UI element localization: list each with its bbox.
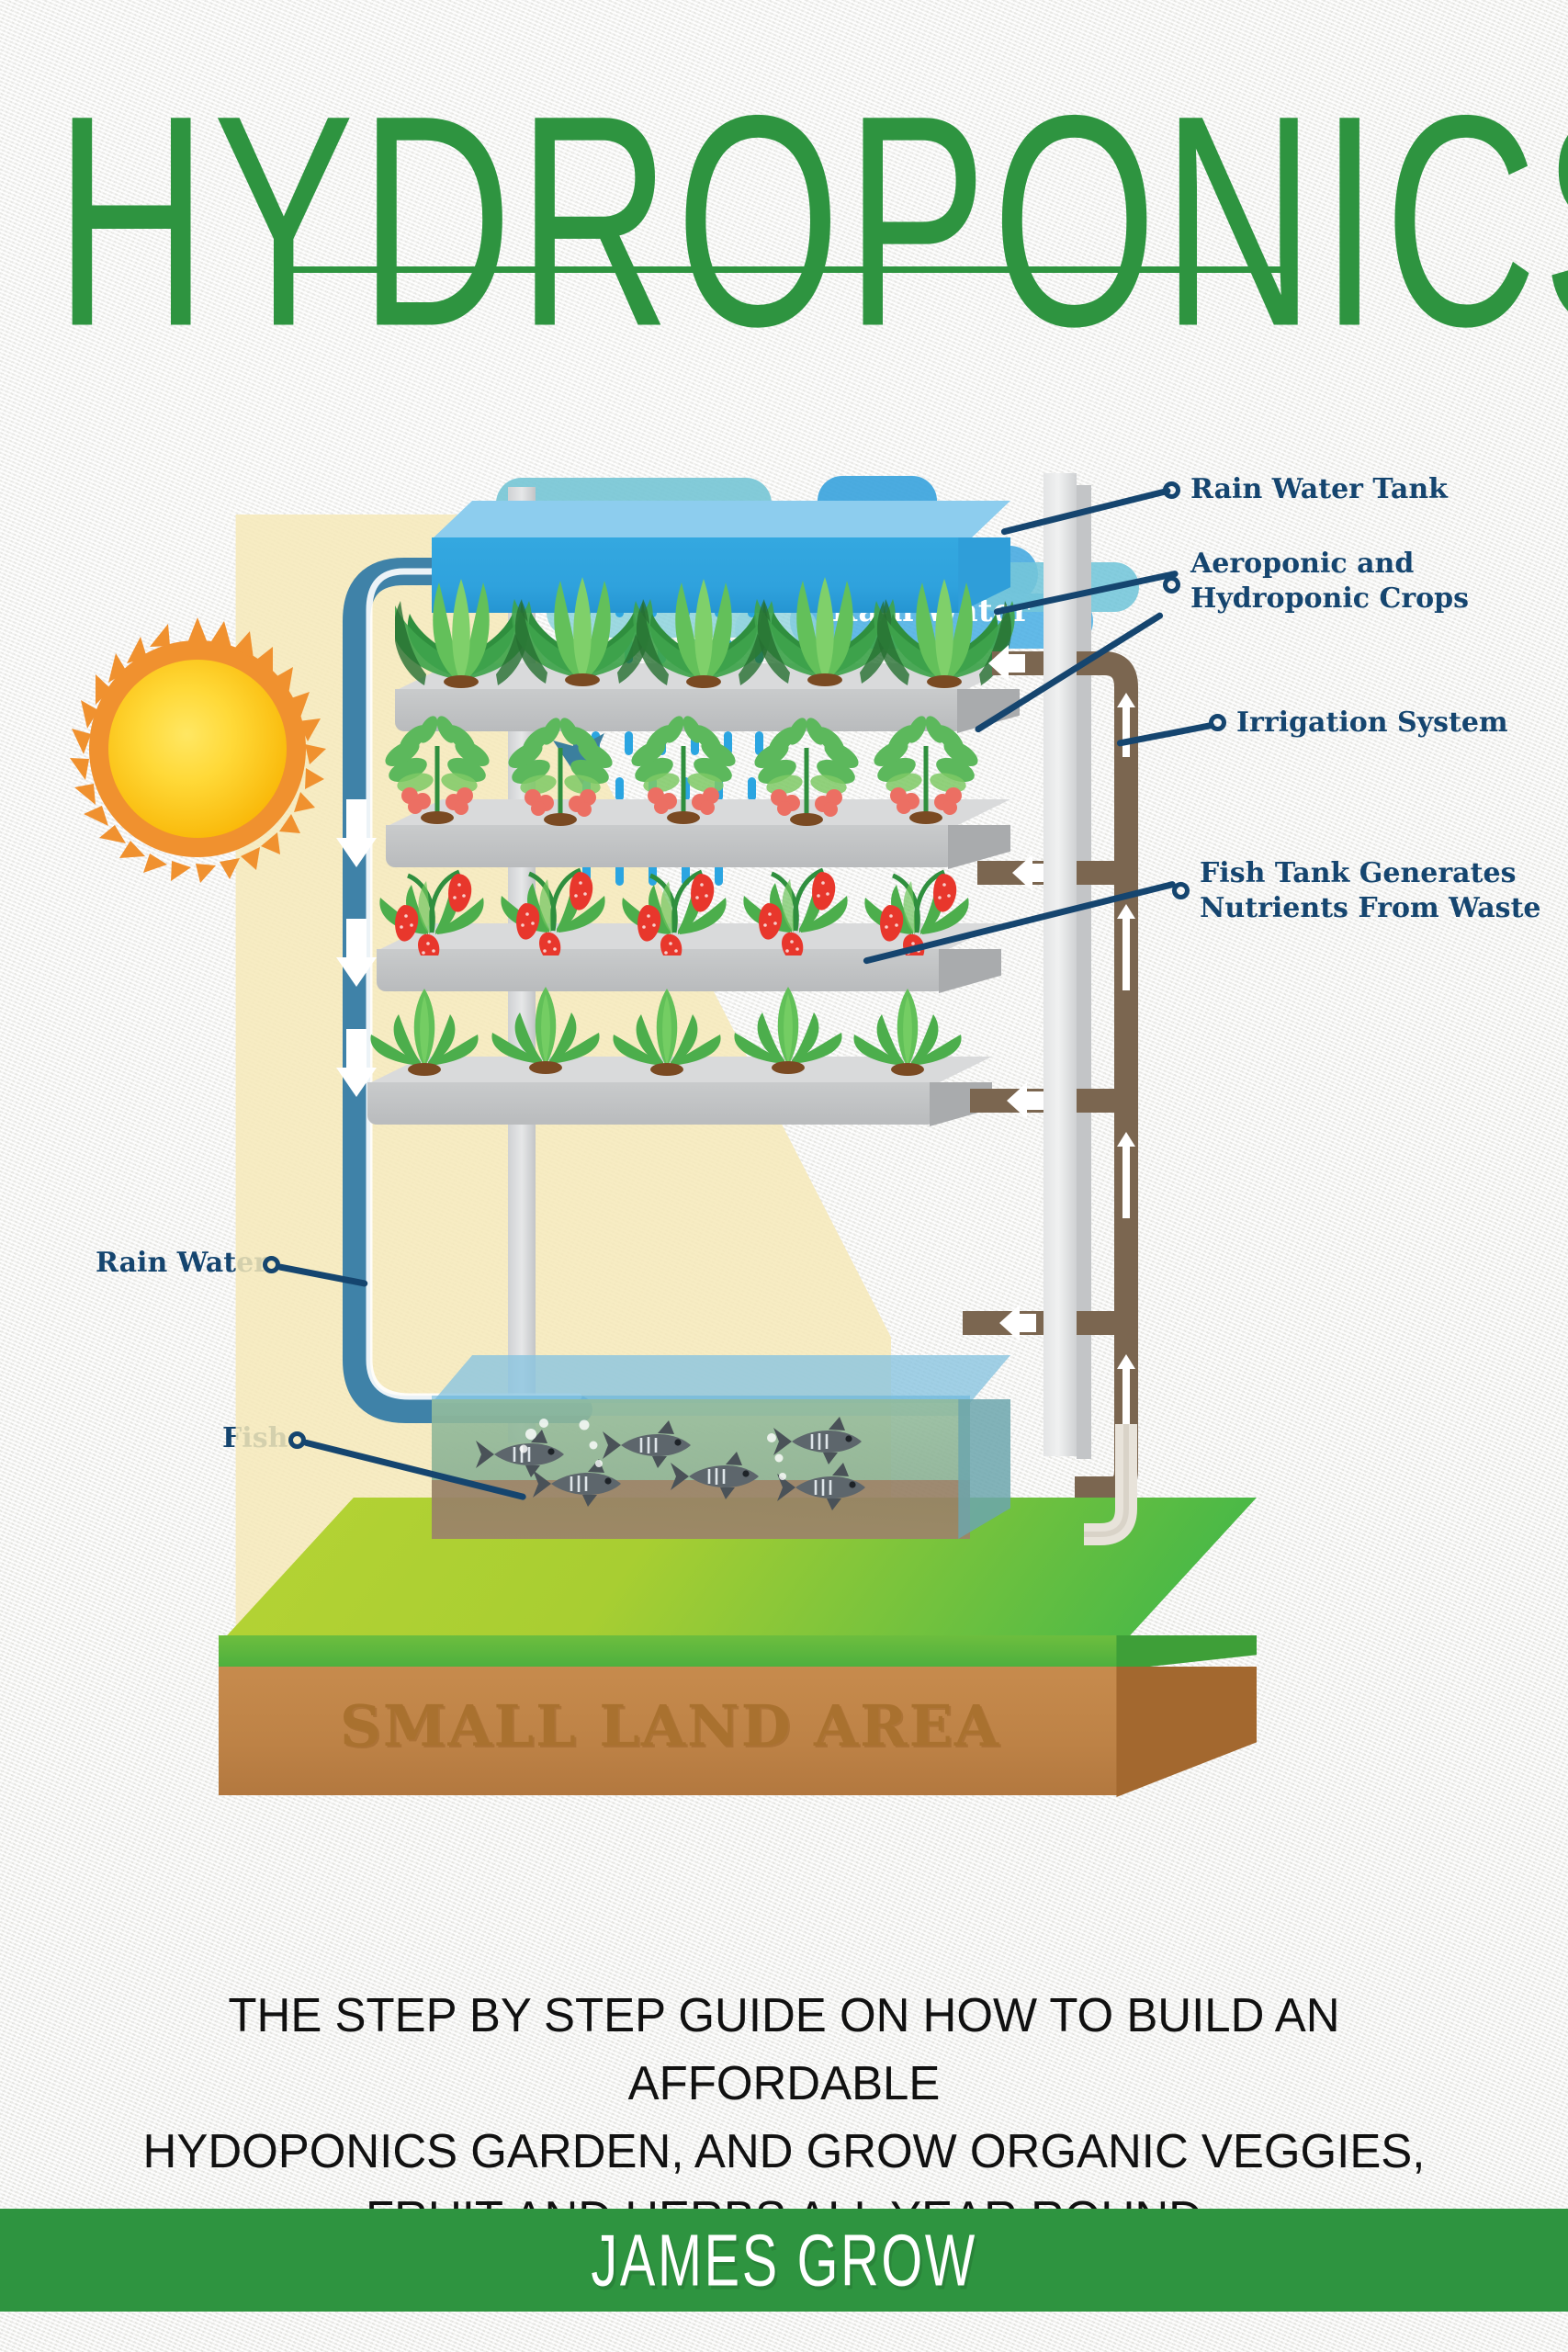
nutrient-return-pipe xyxy=(1073,1413,1249,1566)
callout-dot-fish xyxy=(288,1431,306,1449)
tank-top-surface xyxy=(432,501,1010,539)
plant-row-strawberries xyxy=(367,850,1029,951)
grass-side-edge xyxy=(1116,1635,1257,1670)
subtitle-line-1: THE STEP BY STEP GUIDE ON HOW TO BUILD A… xyxy=(228,1989,1340,2110)
callout-dot-fish-tank xyxy=(1172,882,1190,899)
strawberries-svg xyxy=(367,850,1029,956)
fish-group-icon xyxy=(474,1415,867,1512)
callout-dot-rain-water-left xyxy=(263,1256,280,1273)
plant-row-herbs xyxy=(358,981,1020,1076)
page-title: HYDROPONICS xyxy=(54,51,1568,390)
author-band: JAMES GROW xyxy=(0,2209,1568,2312)
title-underline-rule xyxy=(283,266,1285,273)
callout-fish-tank-nutrients: Fish Tank Generates Nutrients From Waste xyxy=(1200,857,1541,924)
sun-icon xyxy=(55,606,340,891)
callout-dot-crops xyxy=(1163,576,1180,594)
callout-aeroponic-hydroponic-crops: Aeroponic and Hydroponic Crops xyxy=(1190,548,1470,615)
callout-dot-rain-water-tank xyxy=(1163,481,1180,499)
callout-dot-irrigation-system xyxy=(1209,714,1226,731)
author-name: JAMES GROW xyxy=(591,2219,977,2301)
ground-label: SMALL LAND AREA xyxy=(340,1692,1001,1759)
frame-post-right xyxy=(1043,473,1077,1456)
hydroponics-diagram: Rain Water xyxy=(0,432,1568,1893)
soil-side-face xyxy=(1116,1667,1257,1797)
sun-svg xyxy=(70,617,326,883)
callout-irrigation-system: Irrigation System xyxy=(1236,707,1508,739)
herbs-svg xyxy=(370,987,962,1076)
grass-front-edge xyxy=(219,1635,1122,1668)
nutrient-return-pipe-svg xyxy=(1073,1413,1137,1545)
subtitle-line-2: HYDOPONICS GARDEN, AND GROW ORGANIC VEGG… xyxy=(142,2124,1426,2178)
shelf-front-face xyxy=(367,1082,936,1125)
callout-rain-water-tank: Rain Water Tank xyxy=(1190,473,1448,505)
fish-tank xyxy=(432,1355,1010,1539)
title-block: HYDROPONICS xyxy=(0,70,1568,371)
